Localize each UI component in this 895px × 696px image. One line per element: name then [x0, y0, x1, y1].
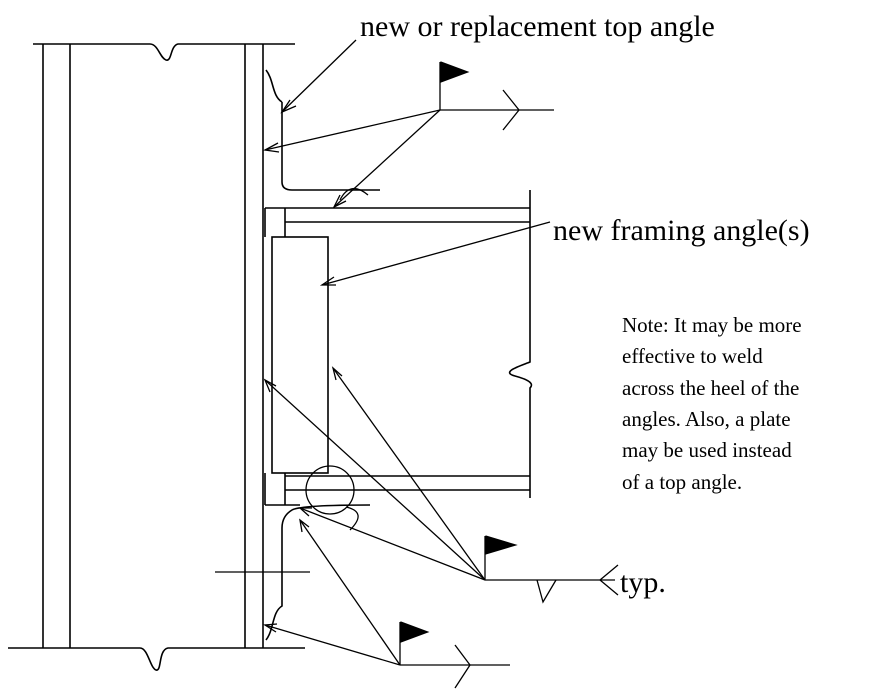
seat-angle	[265, 504, 371, 641]
note-line: Note: It may be more	[622, 313, 802, 337]
framing-angle	[271, 236, 329, 474]
beam	[264, 190, 533, 506]
leader-arrows	[262, 39, 615, 666]
field-weld-flags	[399, 61, 518, 665]
framing-angle-label: new framing angle(s)	[553, 214, 810, 247]
note-block: Note: It may be more effective to weld a…	[622, 313, 802, 494]
note-line: of a top angle.	[622, 470, 742, 494]
column	[8, 43, 305, 671]
note-line: across the heel of the	[622, 376, 799, 400]
top-angle	[265, 69, 380, 191]
top-angle-label: new or replacement top angle	[360, 10, 715, 43]
typ-label: typ.	[620, 566, 666, 599]
note-line: may be used instead	[622, 438, 792, 462]
note-line: angles. Also, a plate	[622, 407, 791, 431]
fillet-weld-triangles	[454, 89, 619, 689]
note-line: effective to weld	[622, 344, 763, 368]
weld-symbols	[215, 188, 369, 573]
